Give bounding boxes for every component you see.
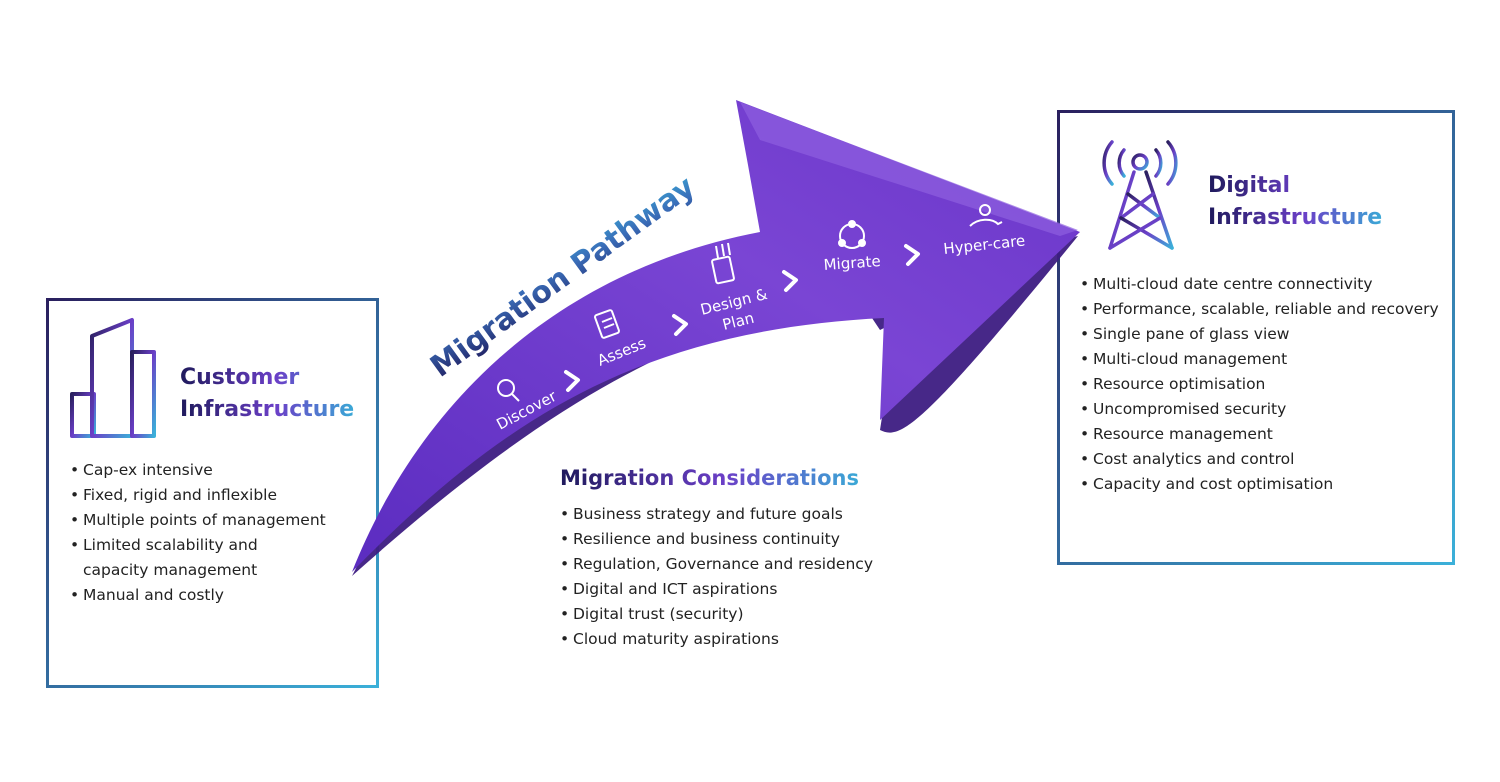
chevron-right-icon	[672, 314, 688, 336]
list-item: Capacity and cost optimisation	[1080, 472, 1439, 497]
list-item: Business strategy and future goals	[560, 502, 873, 527]
list-item: Fixed, rigid and inflexible	[70, 483, 326, 508]
customer-title-line1: Customer	[180, 365, 300, 390]
step-migrate: Migrate	[823, 252, 881, 274]
digital-infrastructure-title: Digital Infrastructure	[1208, 170, 1382, 234]
chevron-right-icon	[904, 244, 920, 266]
digital-infrastructure-list: Multi-cloud date centre connectivity Per…	[1080, 272, 1439, 497]
building-icon	[70, 318, 156, 438]
list-item: Resilience and business continuity	[560, 527, 873, 552]
digital-title-line2: Infrastructure	[1208, 205, 1383, 230]
discover-icon	[497, 379, 520, 402]
list-item: Cap-ex intensive	[70, 458, 326, 483]
chevron-right-icon	[782, 270, 798, 292]
list-item: Uncompromised security	[1080, 397, 1439, 422]
list-item: Regulation, Governance and residency	[560, 552, 873, 577]
migrate-icon	[838, 220, 866, 249]
list-item: Multi-cloud date centre connectivity	[1080, 272, 1439, 297]
customer-title-line2: Infrastructure	[180, 397, 355, 422]
arrow-highlight	[740, 102, 1078, 236]
chevron-right-icon	[564, 370, 580, 392]
digital-title-line1: Digital	[1208, 173, 1290, 198]
list-item: Single pane of glass view	[1080, 322, 1439, 347]
list-item: Limited scalability and	[70, 533, 326, 558]
list-item: Digital trust (security)	[560, 602, 873, 627]
list-item: Digital and ICT aspirations	[560, 577, 873, 602]
migration-considerations-title: Migration Considerations	[560, 462, 859, 494]
assess-icon	[594, 309, 620, 339]
migration-considerations-list: Business strategy and future goals Resil…	[560, 502, 873, 652]
list-item: Multiple points of management	[70, 508, 326, 533]
list-item: Resource management	[1080, 422, 1439, 447]
hyper-care-icon	[969, 204, 1003, 227]
list-item-continuation: capacity management	[83, 561, 258, 579]
list-item: Cost analytics and control	[1080, 447, 1439, 472]
list-item: Manual and costly	[70, 583, 326, 608]
design-plan-icon	[711, 242, 735, 285]
list-item: Resource optimisation	[1080, 372, 1439, 397]
list-item: Cloud maturity aspirations	[560, 627, 873, 652]
tower-icon	[1102, 140, 1178, 250]
customer-infrastructure-list: Cap-ex intensive Fixed, rigid and inflex…	[70, 458, 326, 608]
list-item: Performance, scalable, reliable and reco…	[1080, 297, 1439, 322]
migration-arrow	[352, 100, 1080, 572]
customer-infrastructure-title: Customer Infrastructure	[180, 362, 354, 426]
list-item: Multi-cloud management	[1080, 347, 1439, 372]
